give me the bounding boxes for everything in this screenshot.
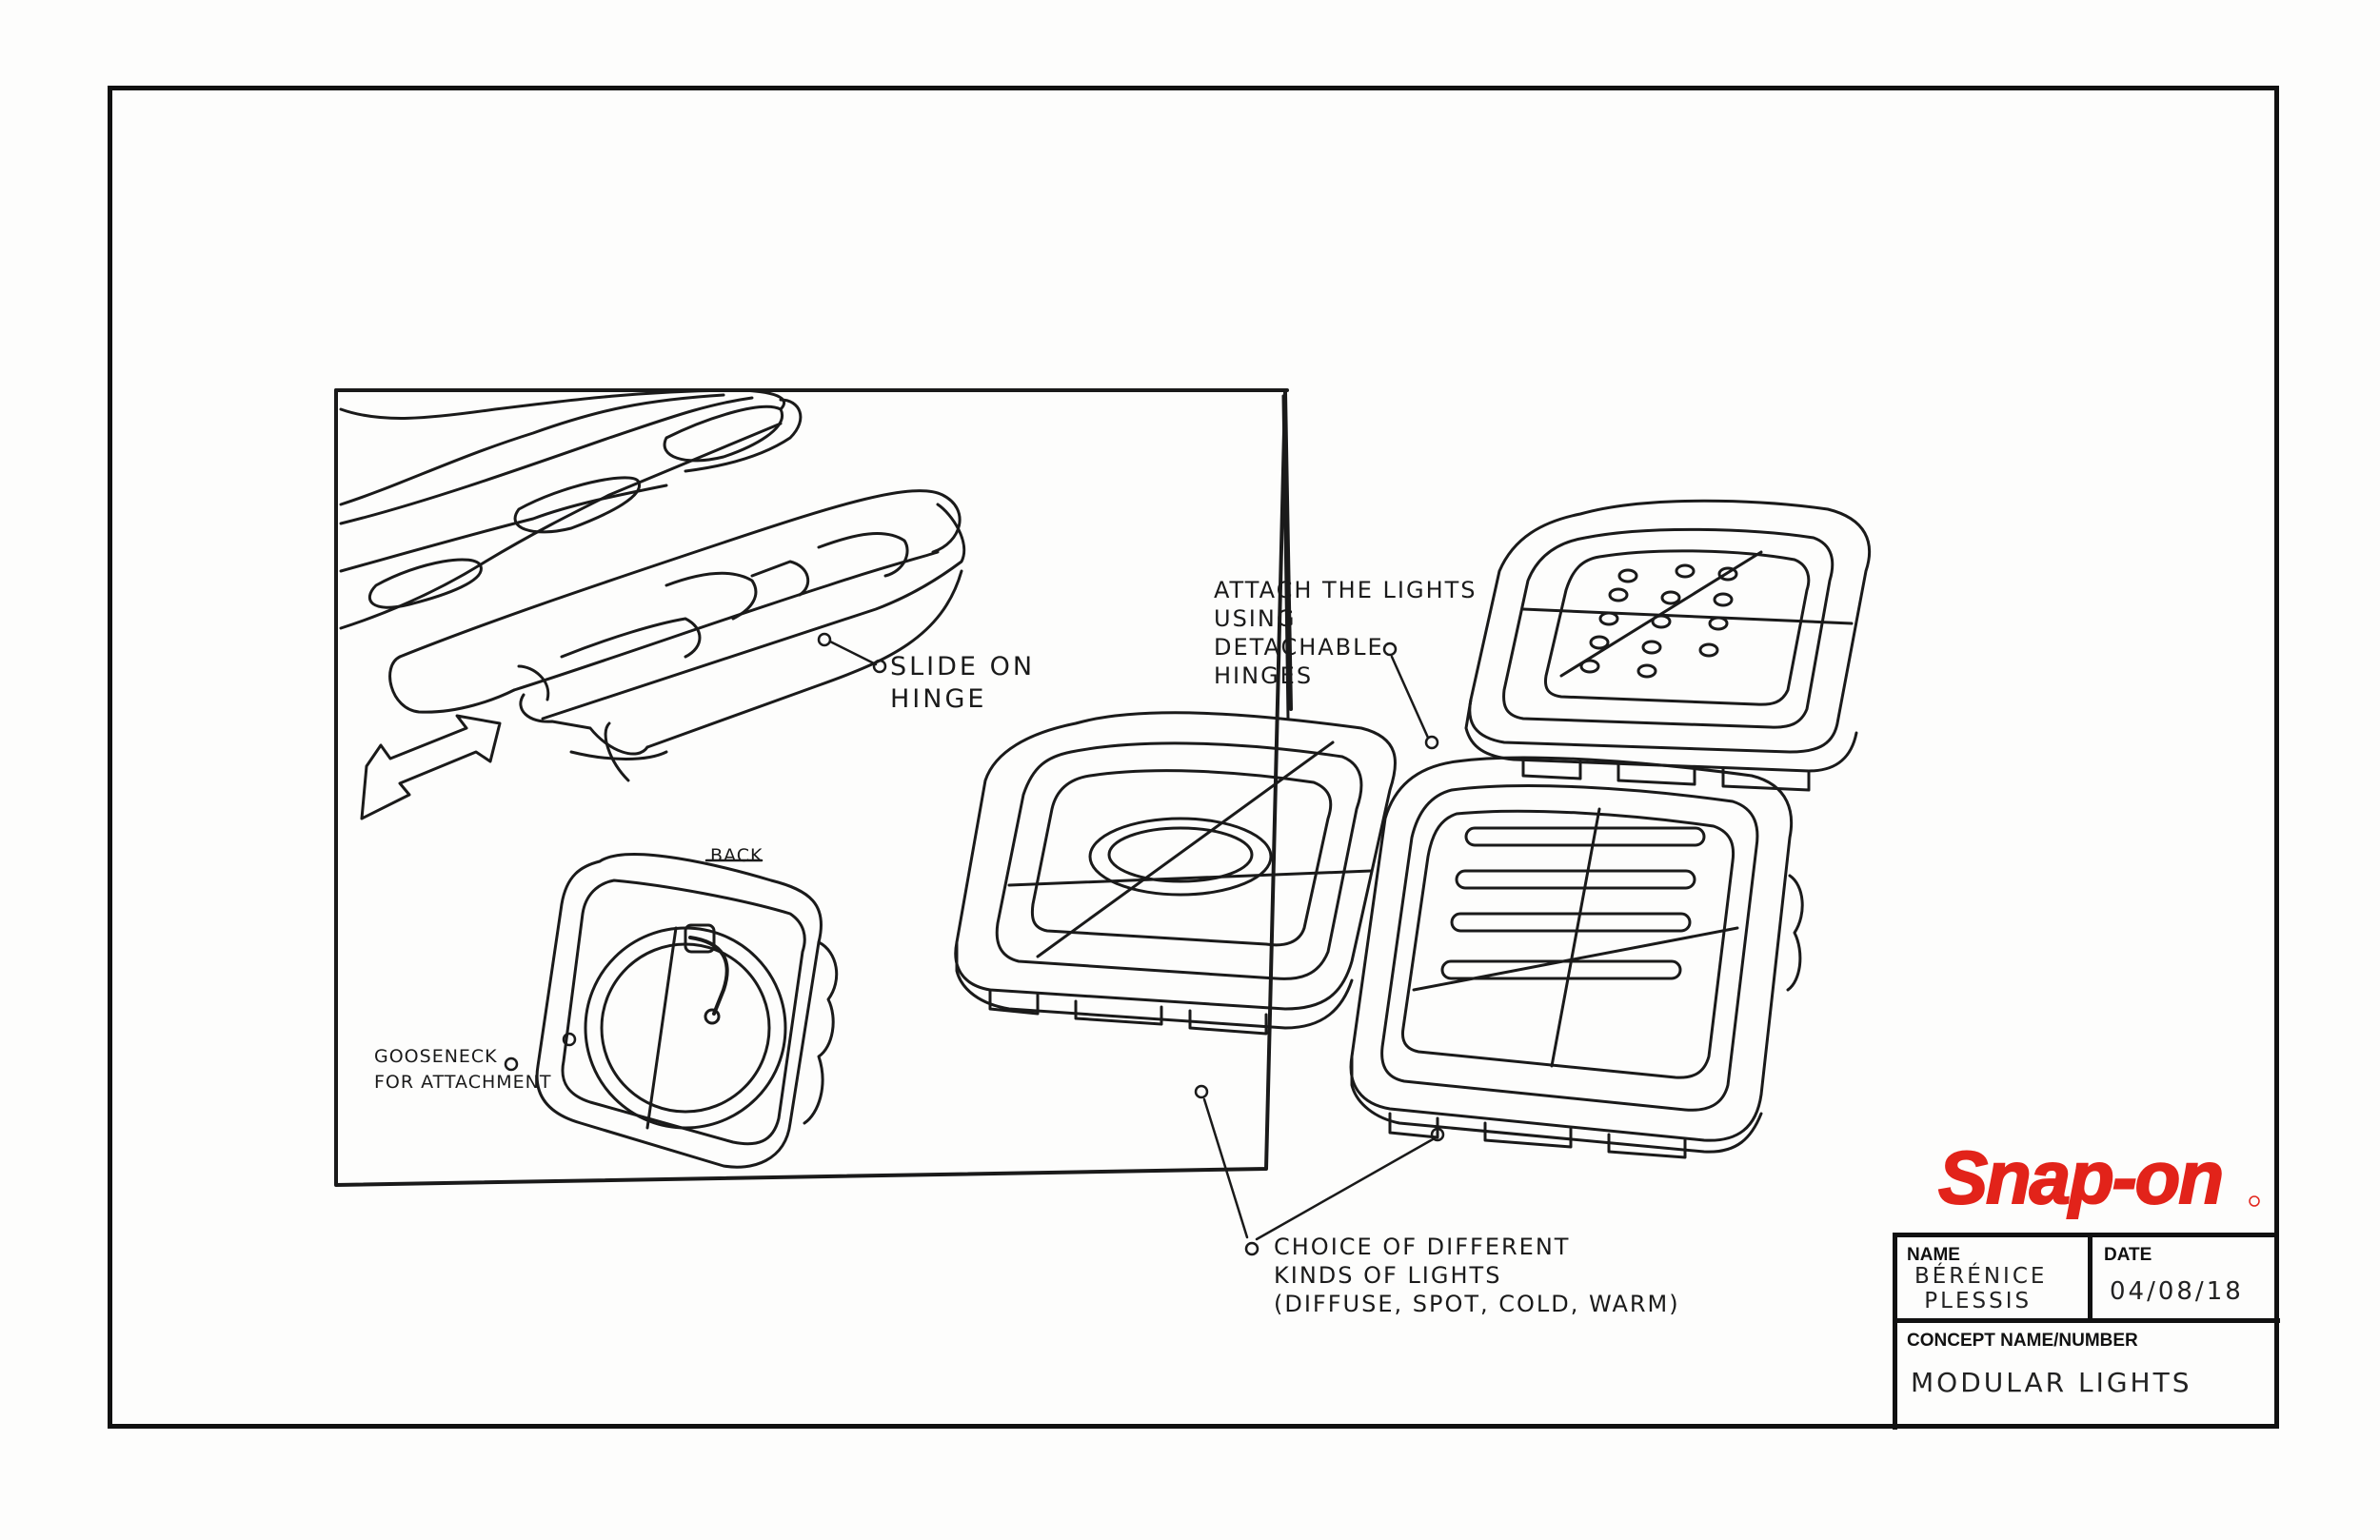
- date-cell: DATE 04/08/18: [2092, 1237, 2280, 1323]
- annotation-attach-lights: ATTACH THE LIGHTS USING DETACHABLE HINGE…: [1214, 577, 1478, 689]
- leader-lines: [504, 632, 1445, 1256]
- title-block: NAME BÉRÉNICE PLESSIS DATE 04/08/18 CONC…: [1893, 1233, 2280, 1430]
- hinge-closeup: [339, 388, 966, 820]
- date-value: 04/08/18: [2110, 1277, 2244, 1306]
- concept-label: CONCEPT NAME/NUMBER: [1907, 1331, 2138, 1351]
- sheet-frame: [108, 86, 2279, 1429]
- snap-on-logo: Snap-on: [1937, 1135, 2260, 1220]
- name-label: NAME: [1907, 1245, 1960, 1265]
- snap-on-logo-text: Snap-on: [1938, 1135, 2222, 1219]
- annotation-choice-of-lights: CHOICE OF DIFFERENT KINDS OF LIGHTS (DIF…: [1274, 1234, 1680, 1317]
- dot-light-module: [1464, 499, 1872, 792]
- date-label: DATE: [2104, 1245, 2152, 1265]
- annotation-slide-on-hinge: SLIDE ON HINGE: [890, 652, 1036, 714]
- annotation-gooseneck: GOOSENECK FOR ATTACHMENT: [374, 1046, 552, 1093]
- annotation-back: BACK: [710, 845, 764, 866]
- concept-cell: CONCEPT NAME/NUMBER MODULAR LIGHTS: [1897, 1323, 2280, 1434]
- slot-light-module: [1349, 756, 1804, 1159]
- name-value: BÉRÉNICE PLESSIS: [1914, 1264, 2048, 1314]
- detail-inset: [334, 388, 1293, 1187]
- back-view-module: [535, 853, 839, 1169]
- registered-mark-icon: [2249, 1195, 2260, 1207]
- concept-value: MODULAR LIGHTS: [1911, 1367, 2192, 1398]
- name-cell: NAME BÉRÉNICE PLESSIS: [1897, 1237, 2092, 1323]
- spot-light-module: [954, 711, 1397, 1036]
